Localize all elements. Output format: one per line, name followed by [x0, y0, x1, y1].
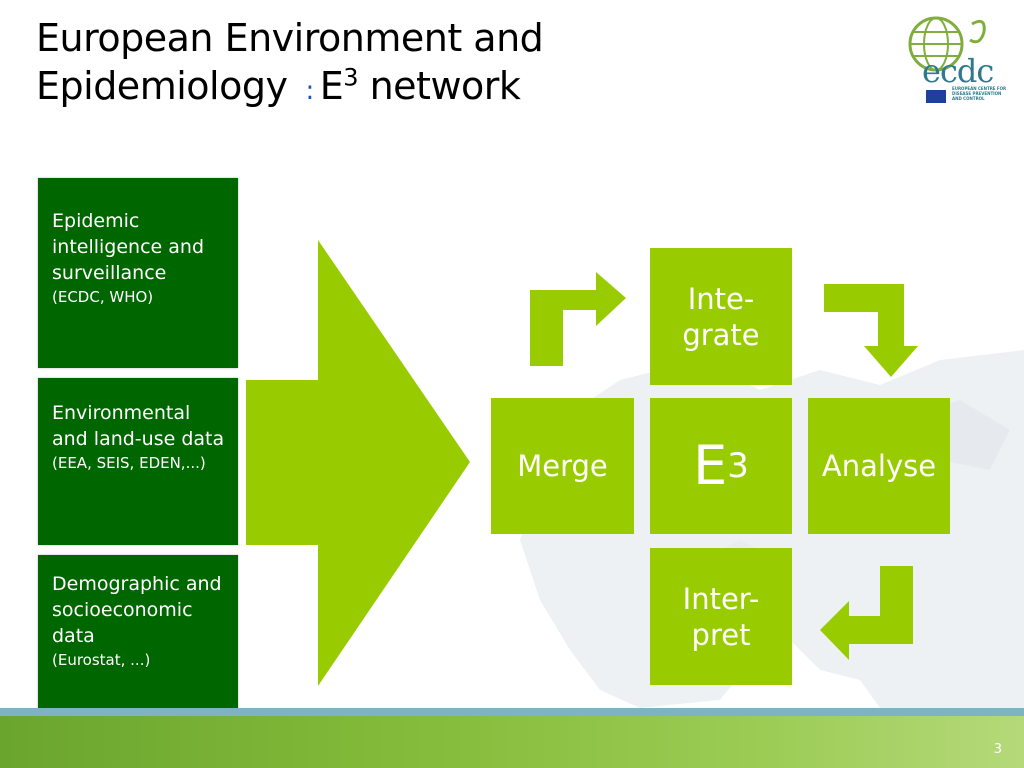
title-network: network [369, 64, 521, 108]
cell-analyse-label: Analyse [821, 449, 937, 483]
title-line-2: Epidemiology:E3 network [36, 62, 543, 115]
cell-interpret: Inter- pret [650, 548, 792, 685]
cell-analyse: Analyse [808, 398, 950, 534]
slide-title: European Environment and Epidemiology:E3… [36, 14, 544, 115]
page-number: 3 [993, 742, 1002, 757]
title-e: E [319, 64, 344, 108]
ecdc-wordmark: ecdc [922, 52, 994, 90]
title-colon: : [305, 76, 314, 106]
source-title: Epidemic intelligence and surveillance [52, 210, 205, 284]
cell-integrate-label: Inte- grate [682, 281, 760, 352]
source-demographic-data: Demographic and socioeconomic data (Euro… [38, 555, 238, 715]
source-environmental-data: Environmental and land-use data (EEA, SE… [38, 378, 238, 545]
source-note: (ECDC, WHO) [52, 288, 154, 306]
cell-integrate: Inte- grate [650, 248, 792, 385]
cell-merge: Merge [491, 398, 634, 534]
footer-band [0, 708, 1024, 768]
cell-interpret-label: Inter- pret [682, 581, 760, 652]
source-note: (EEA, SEIS, EDEN,...) [52, 454, 206, 472]
source-title: Environmental and land-use data [52, 402, 225, 450]
ecdc-caption: EUROPEAN CENTRE FOR DISEASE PREVENTION A… [952, 86, 1007, 101]
ecdc-globe-logo [908, 16, 986, 103]
title-epidemiology: Epidemiology [36, 64, 288, 108]
cell-merge-label: Merge [517, 449, 608, 483]
source-note: (Eurostat, ...) [52, 651, 151, 669]
source-title: Demographic and socioeconomic data [52, 573, 222, 647]
title-superscript: 3 [343, 63, 358, 92]
title-line-1: European Environment and [36, 16, 544, 60]
source-epidemic-intelligence: Epidemic intelligence and surveillance (… [38, 178, 238, 368]
footer-divider [0, 708, 1024, 716]
cell-e3-letter: E [693, 434, 728, 497]
